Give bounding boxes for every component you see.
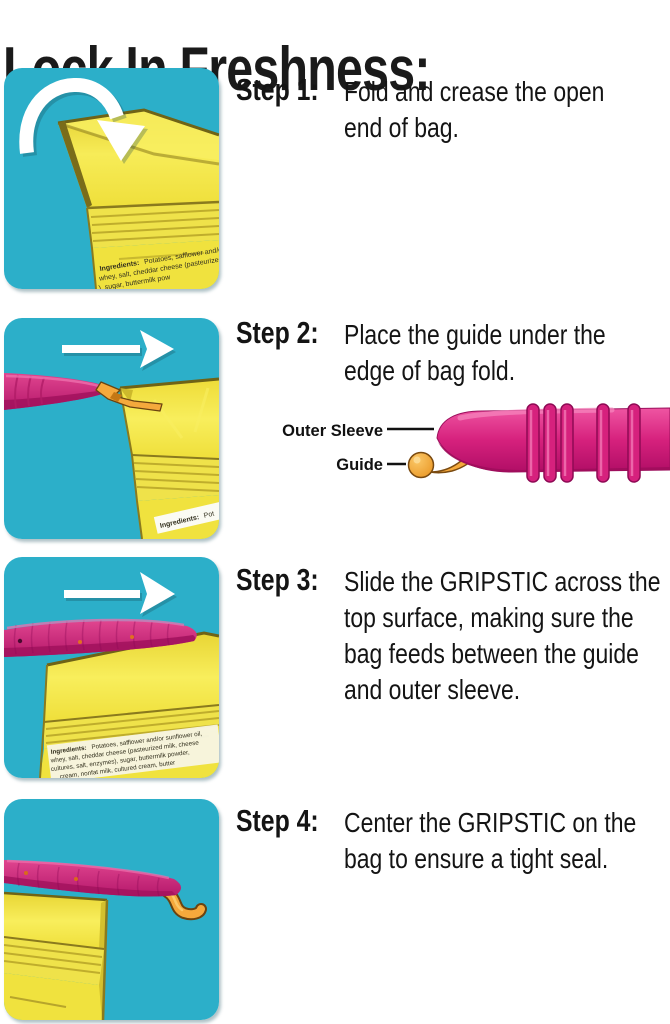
gripstic-sealer [4, 373, 109, 410]
step-3-image: Ingredients: Potatoes, safflower and/or … [4, 557, 219, 778]
bag-graphic: Ingredients: Pot [119, 377, 219, 539]
guide-ball [407, 451, 435, 479]
guide-tip [95, 381, 163, 412]
outer-sleeve-label: Outer Sleeve [282, 422, 383, 440]
step-1-illustration: Ingredients: Potatoes, safflower and/or … [4, 68, 219, 289]
svg-text:Pot: Pot [203, 511, 215, 520]
step-3-illustration: Ingredients: Potatoes, safflower and/or … [4, 557, 219, 778]
step-4-text: Center the GRIPSTIC on the bag to ensure… [344, 807, 637, 874]
bag-graphic [4, 891, 109, 1020]
step-4-illustration [4, 799, 219, 1020]
step-1-image: Ingredients: Potatoes, safflower and/or … [4, 68, 219, 289]
gripstic-sealer [4, 618, 197, 657]
step-1-label: Step 1: [236, 72, 319, 107]
sleeve-ribs [526, 403, 641, 483]
svg-text:Ingredients:: Ingredients: [50, 745, 87, 756]
gripstic-parts-diagram: Outer Sleeve Guide [282, 403, 670, 483]
step-3-text: Slide the GRIPSTIC across the top surfac… [344, 566, 661, 705]
outer-sleeve-part [436, 403, 670, 483]
slide-direction-arrow-icon [64, 572, 177, 617]
step-4-label: Step 4: [236, 803, 319, 838]
bag-graphic: Ingredients: Potatoes, safflower and/or … [57, 108, 219, 289]
curved-fold-arrow-icon [19, 78, 148, 164]
slide-direction-arrow-icon [62, 330, 176, 371]
step-1-text: Fold and crease the open end of bag. [344, 76, 605, 143]
step-2-label: Step 2: [236, 315, 319, 350]
step-2-image: Ingredients: Pot [4, 318, 219, 539]
step-4-image [4, 799, 219, 1020]
bag-graphic: Ingredients: Potatoes, safflower and/or … [39, 631, 219, 778]
gripstic-sealer [4, 859, 182, 897]
ingredients-label: Ingredients: Pot [153, 500, 219, 534]
guide-label: Guide [336, 456, 383, 474]
step-2-text: Place the guide under the edge of bag fo… [344, 319, 606, 386]
step-2-illustration: Ingredients: Pot [4, 318, 219, 539]
step-3-label: Step 3: [236, 562, 319, 597]
